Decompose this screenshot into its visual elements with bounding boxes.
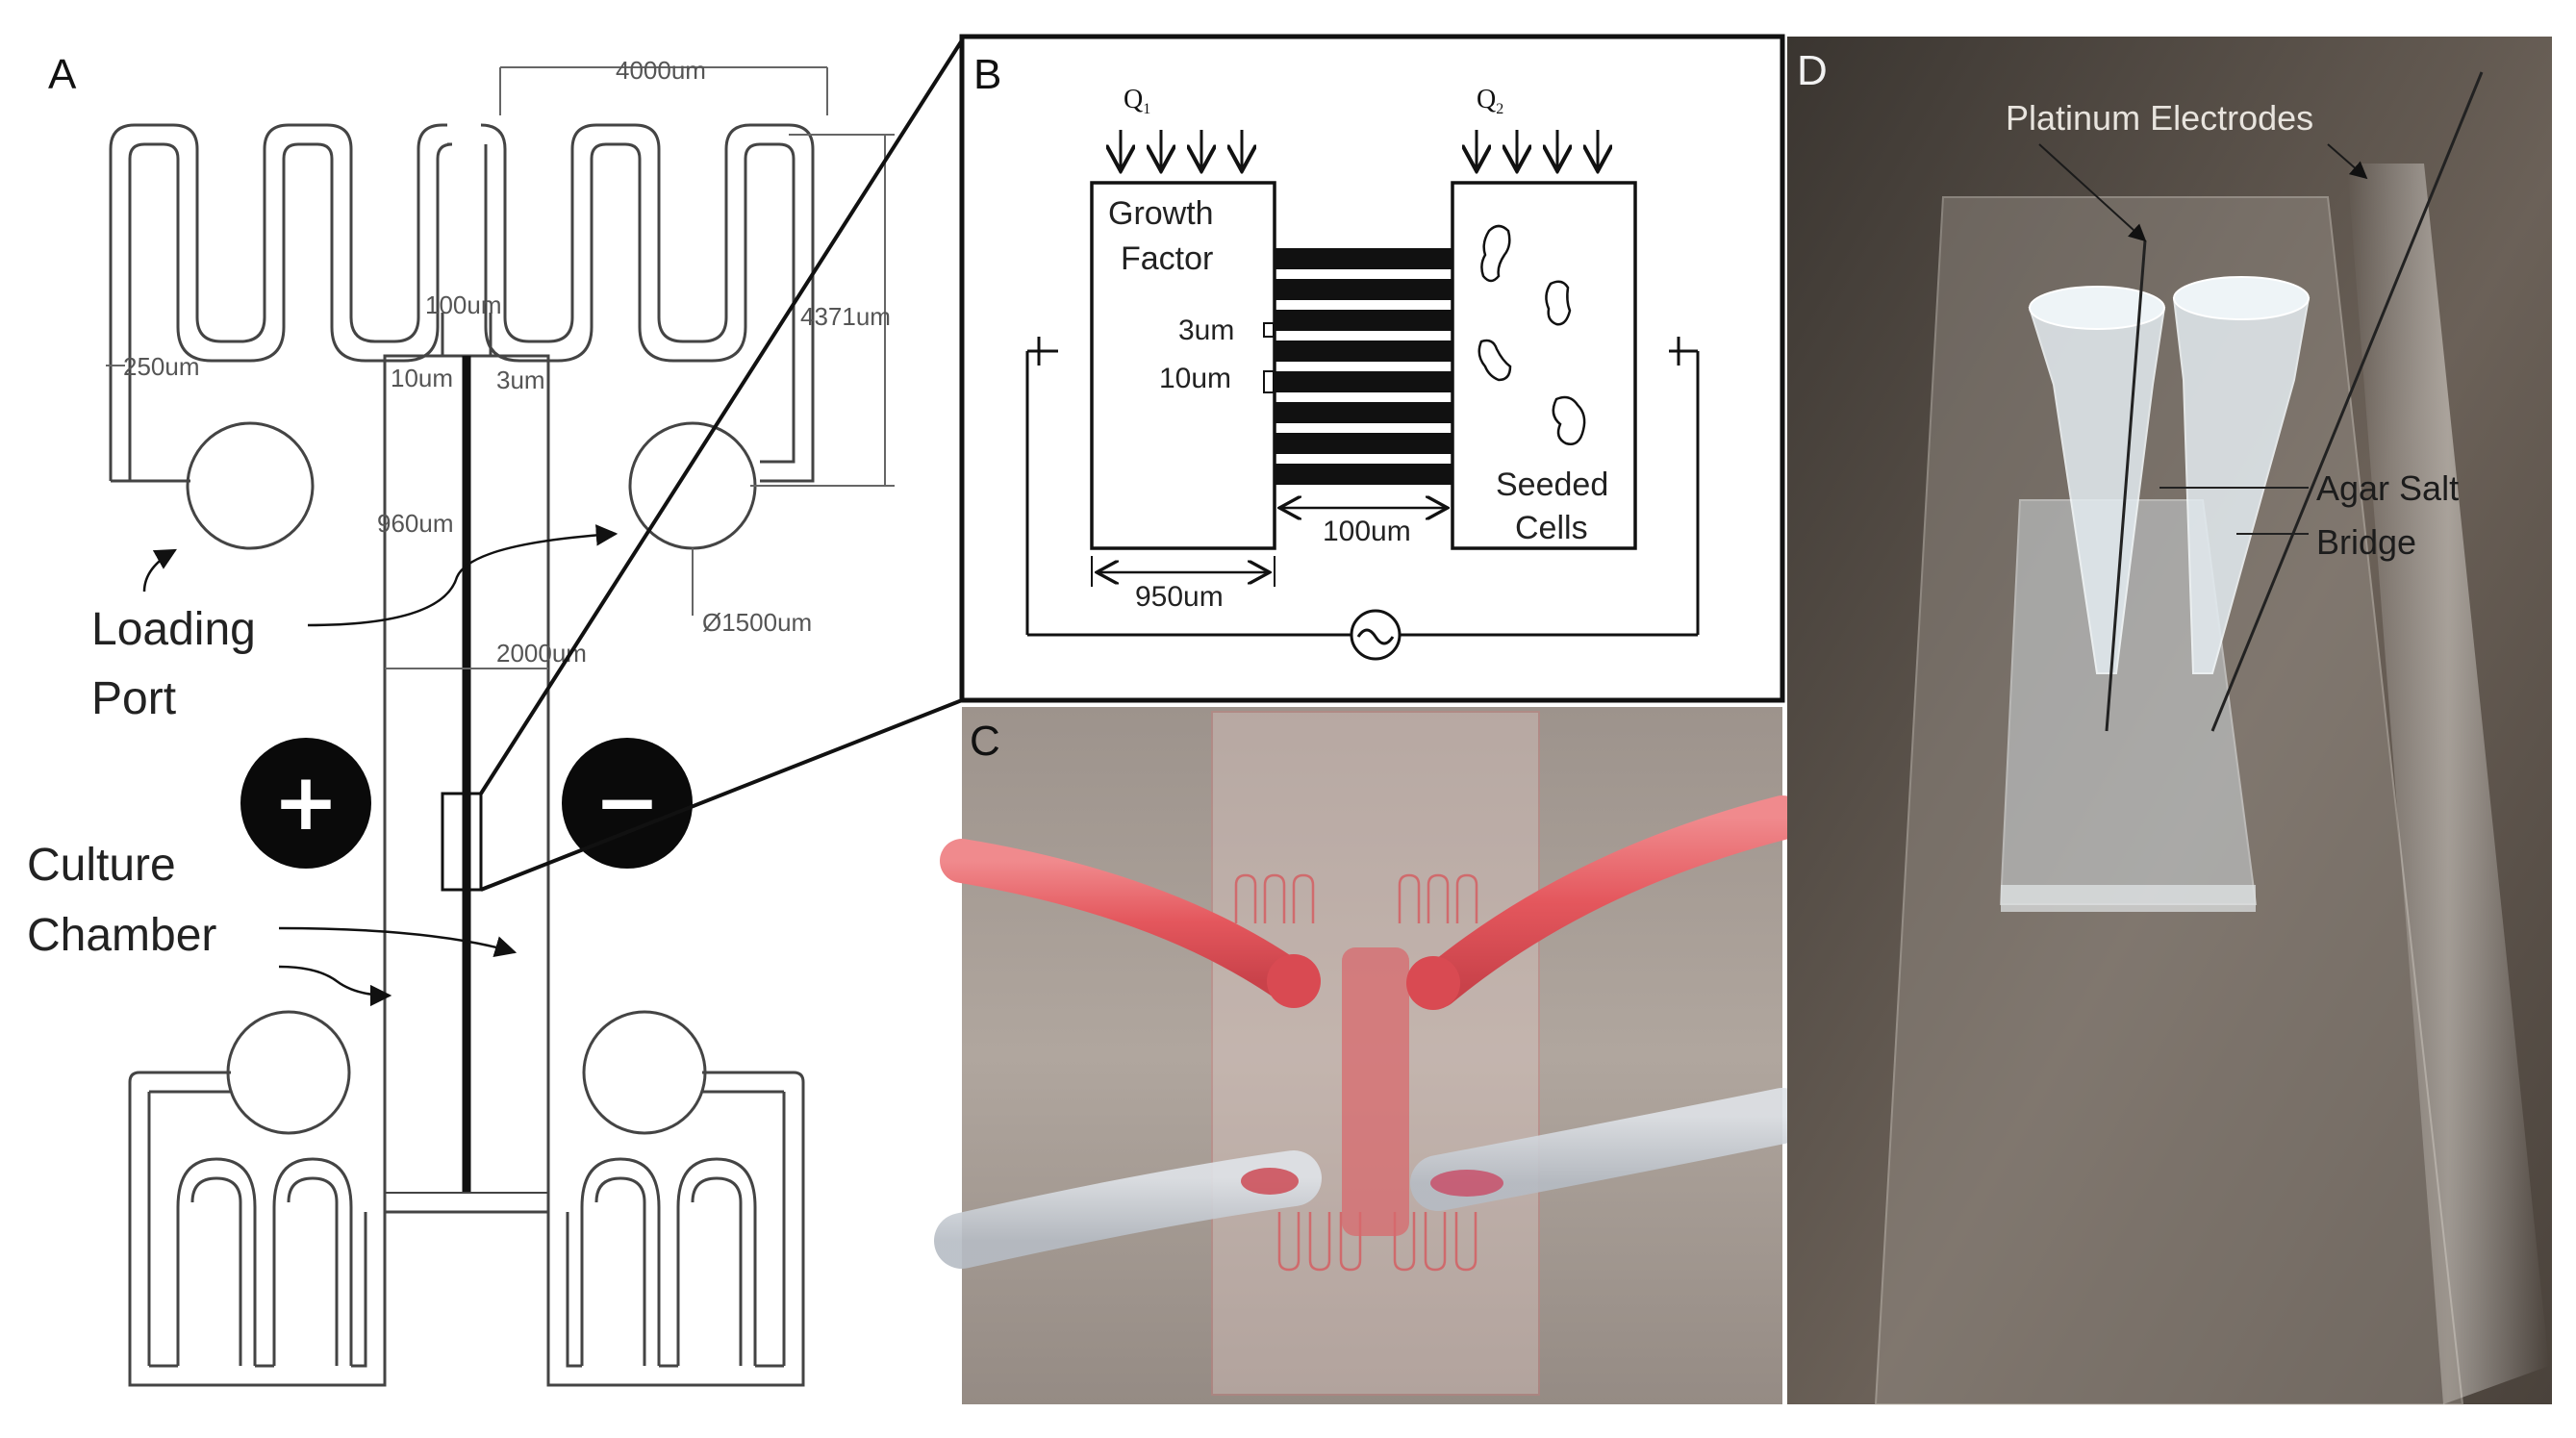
arrow-loading-port-right (307, 524, 619, 627)
loading-port-lower-left (226, 1010, 351, 1135)
dim-b-3um: 3um (1178, 315, 1234, 346)
flow-arrows (1121, 130, 1598, 171)
label-port: Port (91, 673, 176, 724)
panel-a: A (27, 38, 964, 1387)
negative-electrode (562, 738, 693, 869)
dim-100um: 100um (425, 290, 502, 319)
loading-port-lower-right (582, 1010, 707, 1135)
seeded-cells-chamber (1451, 181, 1637, 550)
label-agar-salt: Agar Salt (2316, 468, 2459, 508)
serpentine-channel-lower-left-inner (149, 1090, 367, 1368)
microchannel-bars (1275, 248, 1452, 485)
dim-b-100um: 100um (1323, 516, 1411, 547)
dim-b-10um: 10um (1159, 363, 1231, 394)
ac-circuit (1025, 337, 1700, 661)
label-culture: Culture (27, 840, 176, 891)
flow-q1: Q1 (1124, 85, 1150, 117)
serpentine-channel-upper-left (109, 123, 447, 481)
label-chamber: Chamber (27, 910, 216, 961)
flow-q2: Q2 (1477, 85, 1503, 117)
dim-250um: 250um (123, 352, 200, 381)
dim-diameter-1500um: Ø1500um (702, 608, 812, 637)
platinum-electrode-left (2105, 240, 2147, 732)
serpentine-channel-upper-right-inner (484, 142, 796, 464)
growth-factor-chamber (1090, 181, 1276, 550)
dim-b-950um: 950um (1135, 581, 1224, 613)
label-cells: Cells (1515, 510, 1588, 546)
panel-a-letter: A (48, 51, 77, 98)
zoom-line-bottom (480, 698, 963, 892)
arrow-culture-chamber-2 (278, 965, 392, 1007)
platinum-electrode-right (2210, 71, 2484, 732)
chip-chamber-c (1342, 947, 1409, 1236)
label-seeded: Seeded (1496, 467, 1608, 503)
seeded-cell-shapes (1477, 224, 1586, 445)
dim-4371um: 4371um (800, 302, 891, 331)
label-growth: Growth (1108, 195, 1214, 232)
positive-electrode (240, 738, 371, 869)
dim-3um: 3um (496, 366, 545, 394)
dim-2000um: 2000um (496, 639, 587, 668)
zoom-line-top (479, 38, 964, 795)
serpentine-channel-upper-left-inner (128, 142, 453, 481)
serpentine-channel-upper-right (480, 123, 815, 483)
red-tubing-left (940, 839, 1311, 1003)
serpentine-channel-lower-right (546, 1071, 805, 1387)
serpentine-channel-lower-right-inner (566, 1090, 784, 1368)
dim-4000um: 4000um (616, 56, 706, 85)
arrow-culture-chamber-1 (278, 926, 518, 958)
panel-b-letter: B (973, 51, 1001, 98)
panel-d-photo: Platinum Electrodes Agar Salt Bridge (1787, 37, 2552, 1405)
label-platinum-electrodes: Platinum Electrodes (2006, 98, 2313, 138)
zoom-window (441, 792, 483, 892)
dimension-lines (106, 66, 895, 669)
loading-port-upper-left (186, 421, 315, 550)
red-tubing-right (1416, 795, 1805, 1008)
panel-c-letter: C (970, 718, 1000, 765)
positive-electrode-sign: + (273, 757, 340, 848)
label-loading: Loading (91, 604, 256, 655)
panel-d-letter: D (1797, 47, 1828, 94)
pipette-tips (2028, 276, 2311, 674)
label-bridge: Bridge (2316, 522, 2416, 562)
panel-c-photo (934, 707, 1810, 1404)
negative-electrode-sign: − (594, 757, 661, 848)
panel-b-frame (959, 34, 1785, 703)
serpentine-channel-lower-left (128, 1071, 387, 1387)
chip-serpentine-c (1234, 873, 1478, 1272)
arrow-loading-port-left (142, 548, 177, 593)
dim-10um: 10um (391, 364, 453, 392)
label-factor: Factor (1121, 240, 1213, 277)
dim-960um: 960um (377, 509, 454, 538)
panel-b: B Q1 Q2 Growth Factor Seeded Cells (959, 34, 1785, 703)
